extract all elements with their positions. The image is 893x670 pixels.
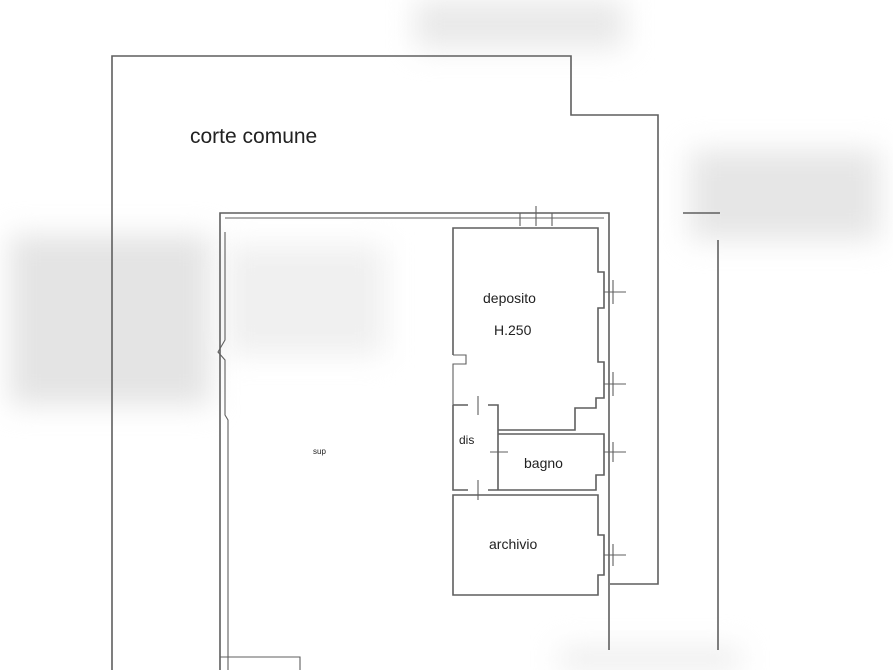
bagno-walls bbox=[498, 433, 605, 491]
building-outer-wall bbox=[219, 212, 610, 670]
label-disimpegno: dis bbox=[459, 433, 474, 447]
building-inner-left-wall bbox=[217, 232, 229, 670]
label-deposito-height: H.250 bbox=[494, 322, 532, 338]
blurred-patches bbox=[10, 0, 880, 670]
building-bottom-step bbox=[220, 656, 301, 670]
label-deposito: deposito bbox=[483, 290, 536, 306]
deposito-walls bbox=[452, 227, 605, 431]
blur-patch-left-inner bbox=[225, 245, 385, 355]
north-window bbox=[519, 206, 553, 226]
label-bagno: bagno bbox=[524, 455, 563, 471]
label-corte-comune: corte comune bbox=[190, 125, 317, 148]
blur-patch-left bbox=[10, 235, 210, 405]
disimpegno-walls bbox=[452, 404, 499, 491]
deposito-door-jamb-left bbox=[452, 354, 467, 405]
label-archivio: archivio bbox=[489, 536, 537, 552]
blur-patch-top bbox=[415, 0, 625, 48]
blur-patch-right bbox=[690, 150, 880, 240]
label-main-room: sup bbox=[313, 447, 326, 456]
courtyard-boundary bbox=[111, 55, 659, 670]
blur-patch-bottom bbox=[560, 648, 740, 670]
archivio-walls bbox=[452, 494, 605, 596]
